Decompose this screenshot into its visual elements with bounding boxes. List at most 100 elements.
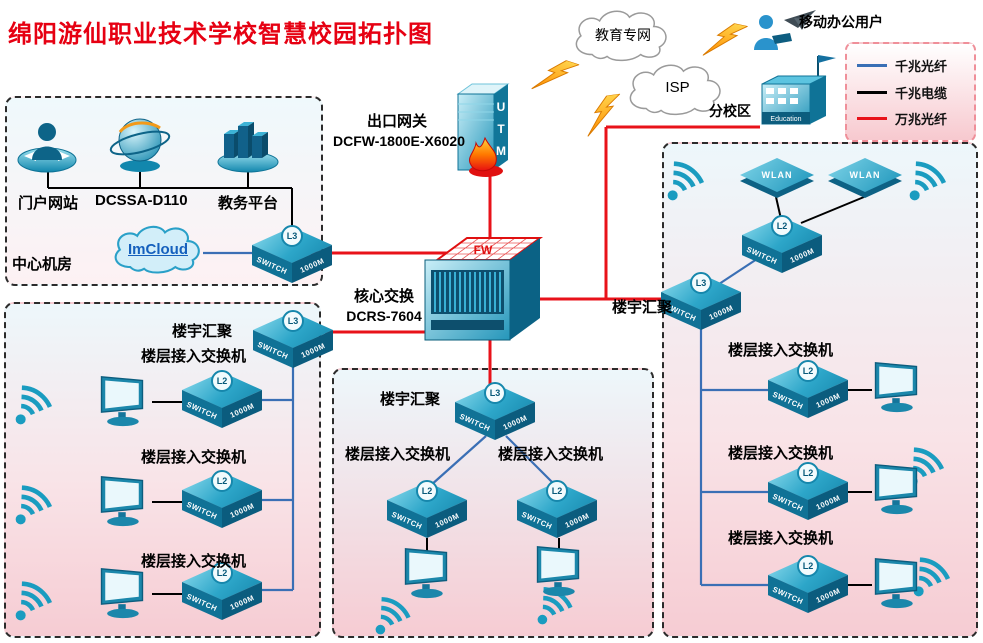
switch-face-label: 1000M — [228, 592, 256, 612]
switch-type-badge: L2 — [416, 480, 438, 502]
portal-label: 门户网站 — [17, 195, 78, 212]
gigabit-copper-line-sample — [857, 90, 887, 94]
wlan-label: WLAN — [849, 170, 881, 180]
fw-label: FW — [474, 243, 493, 257]
mobile-user-label: 移动办公用户 — [799, 14, 883, 30]
right-aggregation-label: 楼宇汇聚 — [612, 299, 673, 316]
wifi-icon — [0, 388, 52, 451]
wlan-top-face: WLAN — [740, 158, 814, 192]
ten-gigabit-fiber-line-sample — [857, 117, 887, 121]
switch-type-badge: L2 — [211, 562, 233, 584]
floor-access-label: 楼层接入交换机 — [141, 348, 247, 365]
wifi-icon — [0, 488, 52, 551]
wlan-ap-1: WLAN — [740, 158, 814, 198]
floor-access-label: 楼层接入交换机 — [141, 553, 247, 570]
switch-face-label: 1000M — [299, 340, 327, 360]
switch-face-label: 1000M — [814, 390, 842, 410]
flame-icon — [469, 136, 497, 172]
switch-face-label: 1000M — [433, 510, 461, 530]
switch-type-badge: L2 — [211, 370, 233, 392]
computer-icon — [874, 558, 918, 609]
switch-face-label: 1000M — [707, 302, 735, 322]
dcssa-label: DCSSA-D110 — [95, 192, 188, 209]
dcssa-appliance-icon — [109, 118, 171, 172]
wifi-icon — [641, 164, 704, 227]
legend-row: 千兆光纤 — [857, 56, 964, 75]
wifi-icon — [350, 599, 411, 643]
switch-type-badge: L3 — [484, 382, 506, 404]
floor-access-label: 楼层接入交换机 — [728, 530, 834, 547]
server-room-label: 中心机房 — [12, 256, 73, 273]
mid-aggregation-label: 楼宇汇聚 — [380, 391, 441, 408]
switch-face-label: 1000M — [501, 412, 529, 432]
legend-row: 千兆电缆 — [857, 83, 964, 102]
floor-access-label: 楼层接入交换机 — [728, 342, 834, 359]
floor-access-label: 楼层接入交换机 — [498, 446, 604, 463]
switch-type-badge: L2 — [797, 555, 819, 577]
legend-label: 千兆电缆 — [895, 85, 948, 101]
imcloud-label: ImCloud — [128, 241, 188, 258]
floor-access-label: 楼层接入交换机 — [345, 446, 451, 463]
mobile-user-icon — [754, 10, 816, 50]
core-switch-label: 核心交换 DCRS-7604 — [336, 287, 432, 325]
fw-core-chassis-icon: FW — [424, 237, 544, 341]
computer-icon — [100, 476, 144, 527]
legend-label: 万兆光纤 — [895, 112, 948, 128]
page-title: 绵阳游仙职业技术学校智慧校园拓扑图 — [8, 21, 433, 48]
lightning-bolt-icon — [531, 52, 580, 101]
switch-type-badge: L3 — [690, 272, 712, 294]
wlan-top-face: WLAN — [828, 158, 902, 192]
lightning-bolt-icon — [582, 93, 626, 137]
switch-type-badge: L2 — [546, 480, 568, 502]
switch-face-label: 1000M — [814, 492, 842, 512]
switch-type-badge: L3 — [282, 310, 304, 332]
gateway-name: 出口网关 — [366, 113, 427, 130]
switch-face-label: 1000M — [228, 500, 256, 520]
computer-icon — [100, 568, 144, 619]
switch-face-label: 1000M — [814, 585, 842, 605]
gateway-label: 出口网关 DCFW-1800E-X6020 — [333, 112, 465, 150]
gigabit-fiber-line-sample — [857, 63, 887, 67]
left-building-zone — [4, 302, 321, 638]
wifi-icon — [0, 584, 52, 643]
switch-type-badge: L2 — [797, 360, 819, 382]
computer-icon — [874, 362, 918, 413]
gigabit-fiber-links — [203, 251, 770, 592]
legend-box: 千兆光纤 千兆电缆 万兆光纤 — [845, 42, 976, 142]
edu-platform-label: 教务平台 — [217, 195, 278, 212]
portal-website-icon — [17, 123, 77, 173]
edu-platform-icon — [217, 122, 279, 173]
gigabit-copper-links — [47, 170, 872, 595]
branch-campus-label: 分校区 — [709, 103, 751, 119]
computer-icon — [100, 376, 144, 427]
switch-type-badge: L3 — [281, 225, 303, 247]
isp-cloud-label: ISP — [665, 79, 690, 96]
branch-campus-building-icon: Education — [761, 55, 836, 125]
wifi-icon — [512, 589, 573, 643]
switch-face-label: 1000M — [298, 255, 326, 275]
wlan-label: WLAN — [761, 170, 793, 180]
core-model: DCRS-7604 — [346, 307, 422, 324]
lightning-bolt-icon — [702, 18, 748, 64]
switch-type-badge: L2 — [771, 215, 793, 237]
floor-access-label: 楼层接入交换机 — [141, 449, 247, 466]
computer-icon — [404, 548, 448, 599]
edu-cloud-label: 教育专网 — [595, 27, 651, 43]
gateway-model: DCFW-1800E-X6020 — [333, 132, 465, 149]
left-aggregation-label: 楼宇汇聚 — [172, 323, 233, 340]
computer-icon — [874, 464, 918, 515]
branch-building-text: Education — [770, 116, 801, 123]
switch-type-badge: L2 — [797, 462, 819, 484]
